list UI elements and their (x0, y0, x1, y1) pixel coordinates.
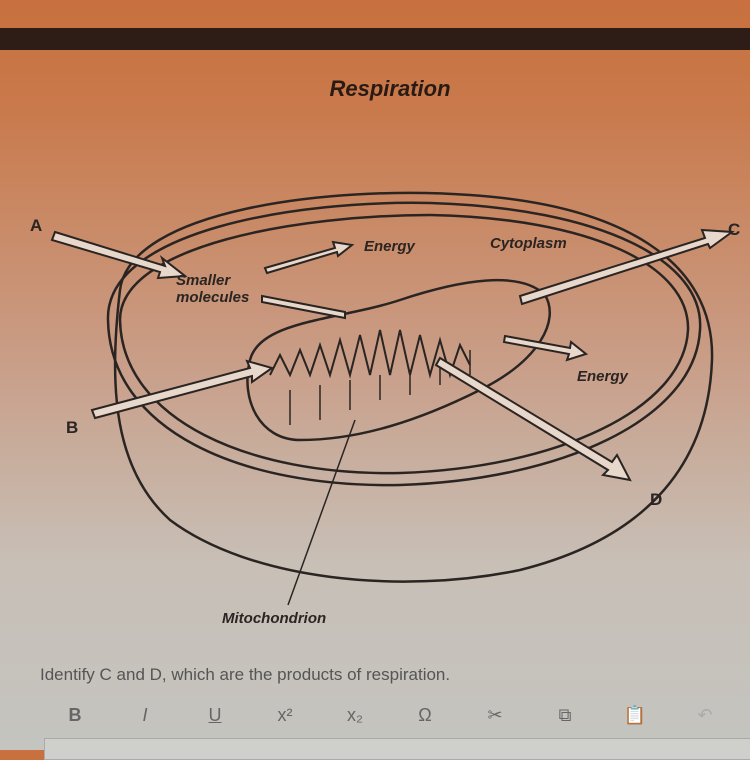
diagram-title: Respiration (329, 76, 451, 101)
arrow-energy-right (502, 334, 589, 362)
cell-membrane-inner (118, 213, 690, 475)
label-smaller-molecules: Smaller molecules (176, 272, 250, 306)
paste-icon[interactable]: 📋 (623, 704, 647, 725)
arrow-d (434, 356, 632, 482)
arrow-energy-top (263, 240, 355, 275)
cell-outline (113, 191, 714, 583)
label-b: B (66, 418, 79, 437)
answer-textarea[interactable] (44, 738, 750, 760)
special-character-button[interactable]: Ω (418, 704, 432, 725)
label-c: C (728, 220, 741, 239)
label-cytoplasm: Cytoplasm (490, 235, 567, 252)
arrows (50, 228, 735, 482)
bold-button[interactable]: B (68, 704, 82, 725)
screen-bezel-band (0, 28, 750, 50)
label-a: A (30, 216, 43, 235)
cristae (269, 329, 471, 379)
arrow-b (90, 359, 275, 420)
mitochondrion-pointer (287, 419, 356, 606)
arrow-molecules (261, 294, 346, 320)
arrow-c (518, 228, 735, 306)
undo-icon[interactable]: ↶ (697, 704, 713, 725)
cristae-lines (289, 350, 471, 425)
cell-membrane-ring (106, 201, 702, 487)
label-d: D (650, 490, 663, 509)
editor-toolbar: B I U x² x₂ Ω ✂ ⧉ 📋 ↶ (40, 700, 750, 730)
subscript-button[interactable]: x₂ (347, 704, 363, 725)
mitochondrion (246, 279, 551, 442)
question-text: Identify C and D, which are the products… (40, 665, 451, 684)
underline-button[interactable]: U (208, 704, 222, 725)
cut-icon[interactable]: ✂ (487, 704, 503, 725)
label-energy-top: Energy (364, 238, 415, 255)
label-energy-right: Energy (577, 368, 628, 385)
copy-icon[interactable]: ⧉ (558, 704, 572, 725)
arrow-a (50, 230, 188, 280)
superscript-button[interactable]: x² (277, 704, 293, 725)
label-mitochondrion: Mitochondrion (222, 610, 327, 627)
italic-button[interactable]: I (142, 704, 148, 725)
